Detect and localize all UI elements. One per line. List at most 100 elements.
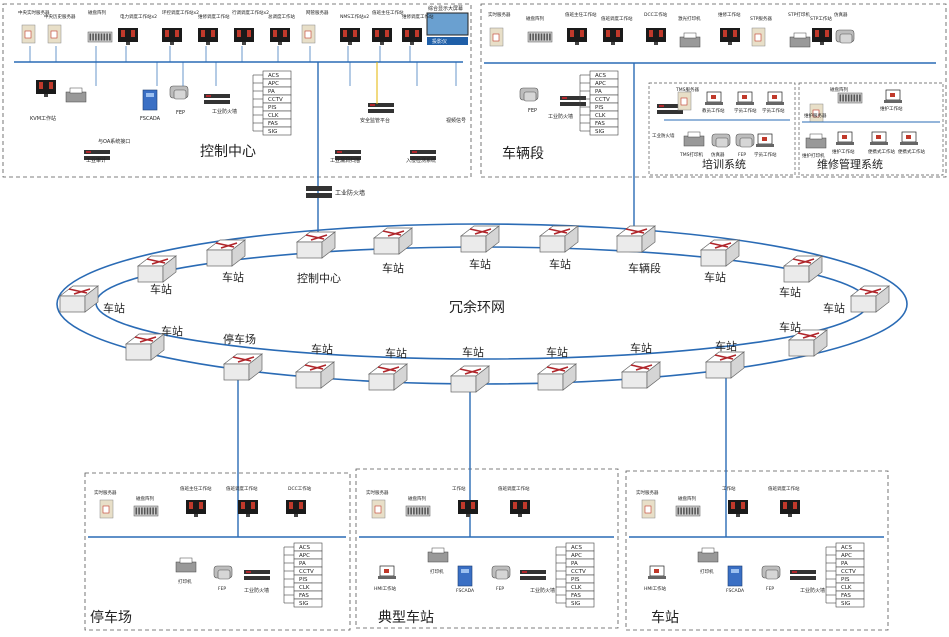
printer-paper bbox=[701, 547, 715, 554]
monitor-screen-mark bbox=[251, 502, 255, 509]
printer-paper bbox=[687, 131, 701, 138]
ring-switch-label: 车站 bbox=[311, 342, 333, 356]
ring-switch-label: 车站 bbox=[161, 324, 183, 338]
ring-switch-13: 车站 bbox=[367, 346, 409, 391]
station-firewall-label: 工业防火墙 bbox=[800, 587, 825, 594]
monitor-screen-mark bbox=[201, 30, 205, 37]
laptop-base bbox=[378, 576, 396, 579]
switch-front bbox=[368, 373, 395, 391]
training-frame bbox=[648, 82, 796, 176]
firewall-unit bbox=[204, 100, 230, 104]
monitor-stand bbox=[242, 42, 246, 45]
depot-device-label: 磁盘阵列 bbox=[526, 15, 544, 22]
monitor-stand bbox=[278, 42, 282, 45]
parking-device-label: 磁盘阵列 bbox=[136, 495, 154, 502]
monitor-screen-mark bbox=[385, 30, 389, 37]
cc-audit-label: 工业审计 bbox=[86, 157, 106, 164]
ring-switch-label: 车站 bbox=[222, 270, 244, 284]
switch-arrows-icon bbox=[709, 242, 732, 249]
protocol-label: CLK bbox=[299, 585, 310, 591]
parking-device-label: FEP bbox=[218, 586, 226, 592]
server-lock bbox=[812, 109, 820, 118]
disk-slot bbox=[89, 33, 92, 41]
switch-arrows-icon bbox=[232, 356, 255, 363]
fep-body-2 bbox=[839, 33, 853, 44]
protocol-label: CCTV bbox=[299, 569, 314, 575]
server-lock bbox=[644, 505, 652, 514]
switch-front bbox=[539, 235, 566, 253]
disk-slot bbox=[856, 94, 858, 102]
disk-slot bbox=[421, 507, 424, 515]
firewall-led bbox=[86, 151, 91, 153]
monitor-stand bbox=[246, 514, 250, 517]
cc-fscada-label: FSCADA bbox=[140, 116, 161, 122]
monitor-screen-mark bbox=[731, 502, 735, 509]
station-hmi bbox=[648, 565, 666, 579]
ring-switch-label: 车站 bbox=[823, 301, 845, 315]
monitor-stand bbox=[611, 42, 615, 45]
disk-slot bbox=[683, 507, 685, 515]
ring-switch-label: 车站 bbox=[150, 282, 172, 296]
parking-workstation-b bbox=[238, 500, 258, 517]
monitor-screen-mark bbox=[49, 82, 53, 89]
monitor-stand bbox=[206, 42, 210, 45]
monitor-screen-mark bbox=[189, 502, 193, 509]
fep-body-2 bbox=[765, 569, 779, 580]
fep-body-2 bbox=[715, 137, 729, 148]
monitor-screen-mark bbox=[825, 30, 829, 37]
disk-slot bbox=[847, 94, 850, 102]
depot-server-7 bbox=[751, 27, 766, 47]
cc-device-label: 磁盘阵列 bbox=[88, 9, 106, 16]
protocol-label: SIG bbox=[841, 601, 850, 607]
station-printer bbox=[697, 547, 719, 563]
fep-body-2 bbox=[739, 137, 753, 148]
ring-switch-9: 车站 bbox=[704, 339, 746, 379]
depot-simulator bbox=[835, 29, 855, 44]
protocol-box bbox=[293, 598, 323, 608]
switch-side bbox=[485, 225, 500, 253]
disk-slot bbox=[532, 33, 534, 41]
big-screen-panel bbox=[426, 12, 469, 36]
protocol-label: PIS bbox=[299, 577, 308, 583]
typical-station-device-label: 值班调度工作站 bbox=[498, 485, 530, 492]
training-fep bbox=[735, 133, 755, 148]
projector-label: 投影仪 bbox=[432, 38, 447, 45]
protocol-label: PA bbox=[595, 89, 602, 95]
cc-device-label: 中央历史服务器 bbox=[44, 13, 76, 20]
ring-switch-label: 车站 bbox=[704, 270, 726, 284]
typical-station-server bbox=[371, 499, 386, 519]
monitor-screen-mark bbox=[165, 30, 169, 37]
switch-front bbox=[788, 339, 815, 357]
switch-front bbox=[537, 373, 564, 391]
maint-disk-array bbox=[837, 92, 863, 104]
protocol-label: SIG bbox=[299, 601, 308, 607]
firewall-unit bbox=[368, 103, 394, 107]
ring-switch-1: 车站 bbox=[372, 227, 414, 275]
depot-workstation-2 bbox=[567, 28, 587, 45]
training-device-label: 工业防火墙 bbox=[652, 132, 675, 139]
monitor-screen-mark bbox=[415, 30, 419, 37]
laptop-base bbox=[736, 102, 754, 105]
switch-arrows-icon bbox=[146, 258, 169, 265]
cc-device-label: 中央实时服务器 bbox=[18, 9, 50, 16]
training-student-2 bbox=[766, 91, 784, 105]
parking-device-label: 打印机 bbox=[178, 578, 192, 585]
server-lock bbox=[754, 33, 762, 42]
typical-station-device-label: 磁盘阵列 bbox=[408, 495, 426, 502]
monitor-screen-mark bbox=[461, 502, 465, 509]
switch-arrows-icon bbox=[469, 228, 492, 235]
disk-slot bbox=[850, 94, 853, 102]
maint-device-label: 便携式工作站 bbox=[898, 148, 925, 155]
monitor-stand bbox=[294, 514, 298, 517]
disk-slot bbox=[138, 507, 140, 515]
protocol-box bbox=[835, 598, 865, 608]
switch-arrows-icon bbox=[304, 364, 327, 371]
parking-server bbox=[99, 499, 114, 519]
monitor-screen-mark bbox=[659, 30, 663, 37]
disk-slot bbox=[677, 507, 680, 515]
monitor-screen-mark bbox=[39, 82, 43, 89]
printer-body bbox=[805, 137, 827, 149]
protocol-label: APC bbox=[299, 553, 310, 559]
switch-front bbox=[206, 249, 233, 267]
